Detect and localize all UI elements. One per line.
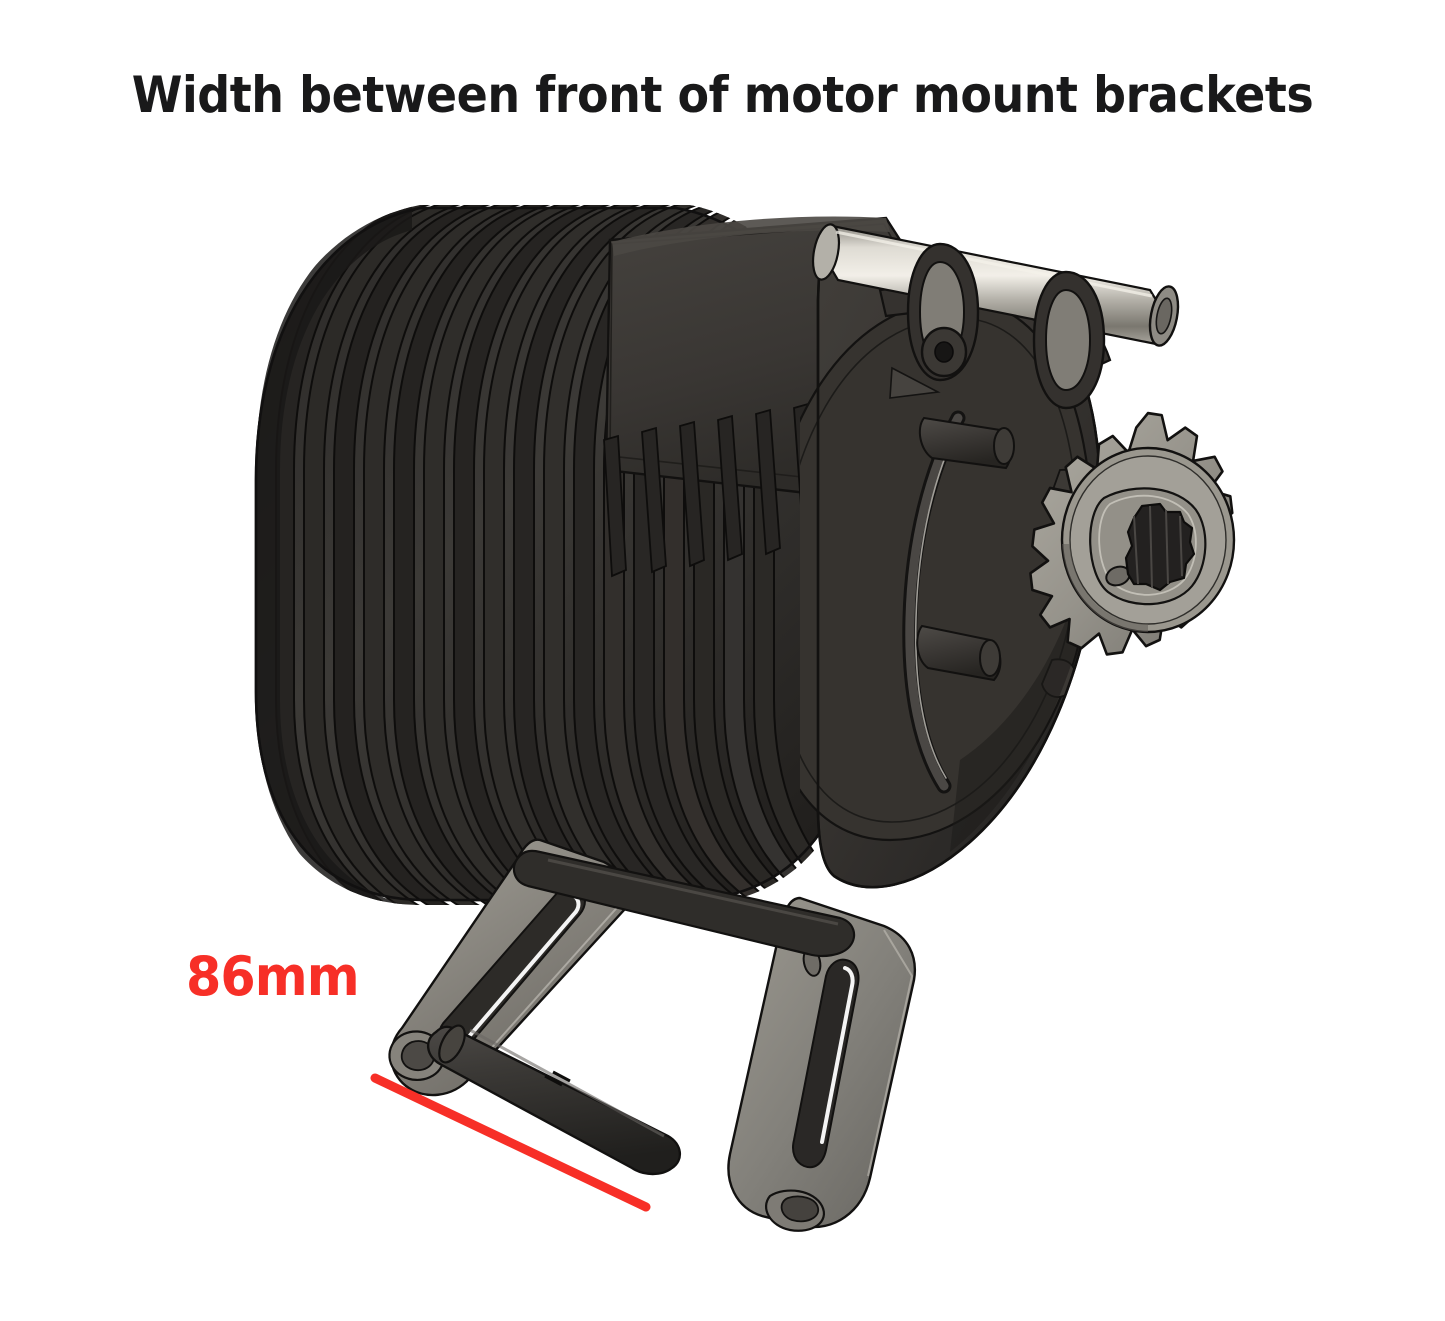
dimension-line (370, 1073, 651, 1212)
sprocket-hub (1124, 502, 1196, 592)
housing-boss-lower (916, 624, 1002, 682)
sprocket (1029, 411, 1236, 656)
gearbox-housing (800, 248, 1102, 889)
right-mount-bracket (727, 896, 917, 1232)
pivot-eyelet (920, 326, 968, 378)
page-title: Width between front of motor mount brack… (131, 66, 1314, 124)
bracket-crossbar (427, 1024, 681, 1176)
axle-assembly (811, 223, 1180, 410)
dimension-label: 86mm (186, 945, 360, 1008)
upper-crossbar (512, 849, 856, 957)
housing-boss-upper (918, 416, 1015, 470)
axle-collar-right (1032, 270, 1106, 410)
